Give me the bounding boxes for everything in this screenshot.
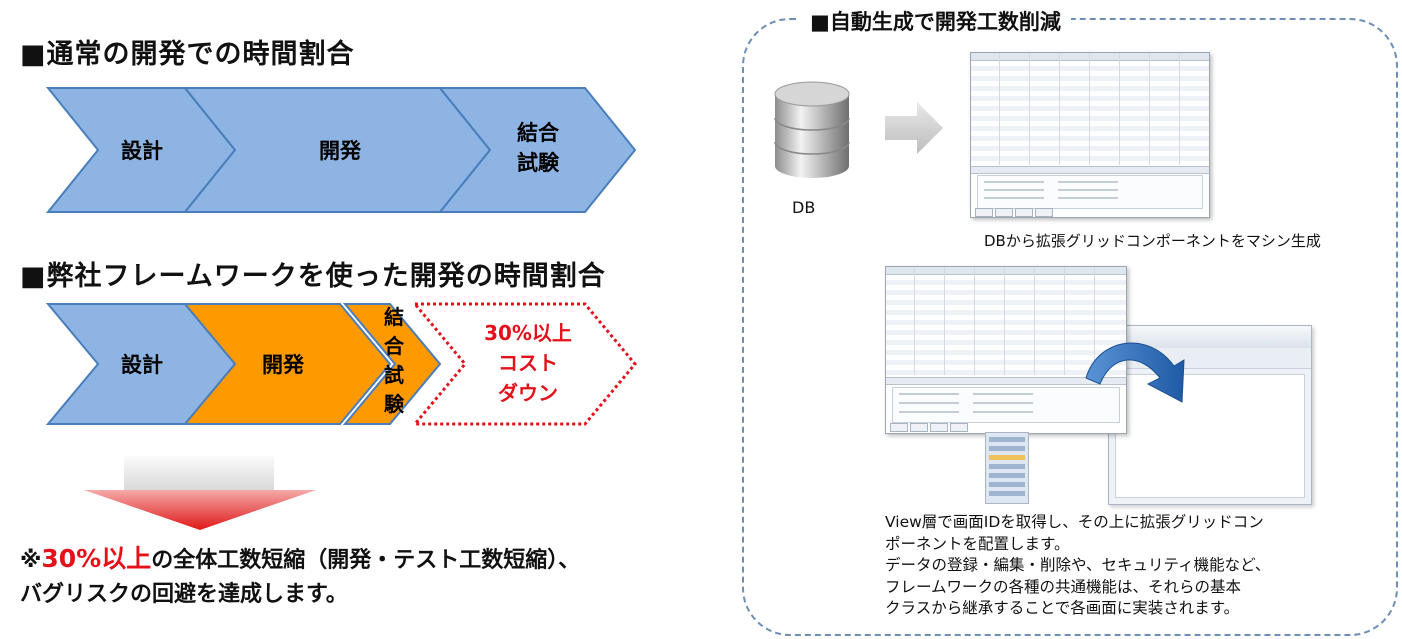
heading-framework-development: ■弊社フレームワークを使った開発の時間割合 (20, 261, 606, 292)
flow1-test-label-1: 結合 (517, 121, 560, 145)
description-line-4: フレームワークの各種の共通機能は、それらの基本 (885, 577, 1242, 596)
description-line-1: View層で画面IDを取得し、その上に拡張グリッドコン (885, 513, 1264, 531)
chevron-integration-test (437, 87, 637, 213)
generation-caption: DBから拡張グリッドコンポーネントをマシン生成 (984, 232, 1321, 250)
flow2-test-char-1: 結 (384, 305, 404, 329)
conclusion-text: ※30%以上の全体工数短縮（開発・テスト工数短縮）、 バグリスクの回避を達成しま… (20, 542, 580, 612)
db-label: DB (792, 198, 816, 217)
flow2-test-char-3: 試 (384, 363, 404, 387)
app-window-screenshot (1108, 325, 1312, 505)
flow2-test-char-4: 験 (384, 392, 405, 416)
flow2-test-char-2: 合 (384, 334, 405, 358)
chevron-development (182, 303, 392, 425)
conclusion-highlight: 30%以上 (41, 544, 152, 573)
framework-description: View層で画面IDを取得し、その上に拡張グリッドコン ポーネントを配置します。… (885, 512, 1270, 620)
description-line-3: データの登録・編集・削除や、セキュリティ機能など、 (885, 556, 1271, 574)
generated-grid-screenshot (970, 52, 1210, 218)
cost-label-2: コスト (498, 351, 558, 375)
conclusion-line1-rest: の全体工数短縮（開発・テスト工数短縮）、 (151, 548, 581, 573)
description-line-5: クラスから継承することで各画面に実装されます。 (885, 599, 1240, 617)
flow1-test-label-2: 試験 (517, 151, 560, 175)
description-line-2: ポーネントを配置します。 (885, 534, 1070, 553)
conclusion-line-1: ※30%以上の全体工数短縮（開発・テスト工数短縮）、 (20, 542, 580, 578)
chevron-cost-down (411, 302, 637, 426)
flow1-design-label: 設計 (121, 139, 163, 163)
curved-arrow-icon (1085, 342, 1185, 403)
heading-normal-development: ■通常の開発での時間割合 (20, 39, 355, 70)
auto-generation-title: ■自動生成で開発工数削減 (800, 6, 1071, 36)
flow1-development-label: 開発 (319, 139, 362, 163)
flow2-design-label: 設計 (121, 353, 163, 377)
cost-label-1: 30%以上 (484, 321, 572, 345)
extended-grid-screenshot (885, 266, 1127, 434)
right-arrow-icon (885, 102, 943, 154)
flow2-development-label: 開発 (262, 353, 305, 377)
down-arrow-icon (84, 456, 316, 530)
chevron-integration-test (342, 303, 442, 425)
database-icon (774, 81, 850, 178)
framework-process-flow: 設計 開発 結 合 試 験 30%以上 コスト ダウン (45, 302, 637, 426)
menu-list-screenshot (985, 432, 1029, 504)
cost-label-3: ダウン (498, 381, 558, 405)
conclusion-prefix: ※ (20, 548, 42, 573)
normal-process-flow: 設計 開発 結合 試験 (45, 87, 637, 213)
conclusion-line-2: バグリスクの回避を達成します。 (20, 582, 348, 607)
